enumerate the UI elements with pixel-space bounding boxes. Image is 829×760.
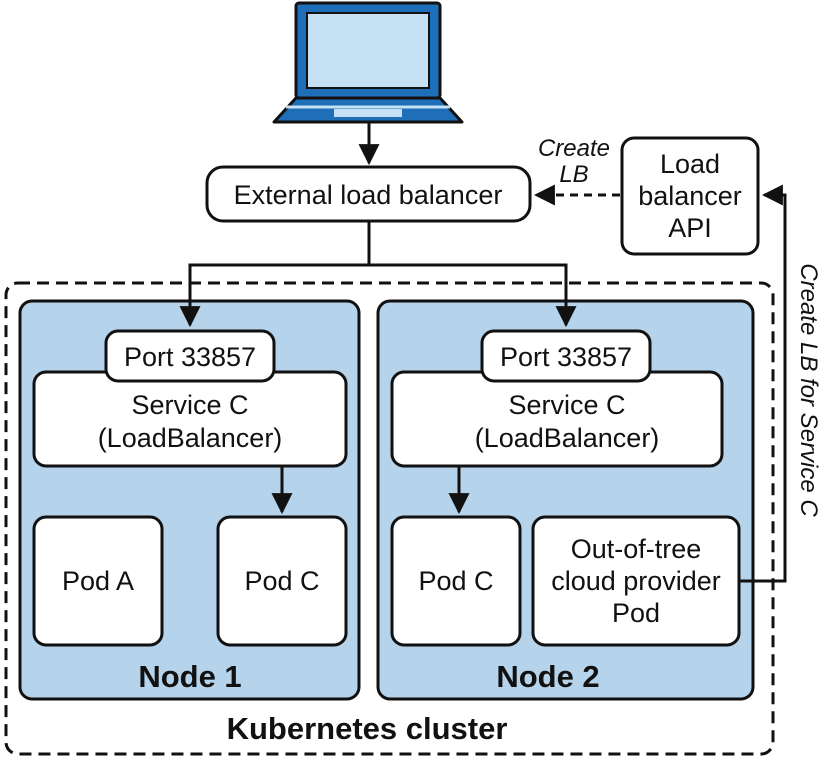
lb-api-line1: Load (660, 149, 720, 179)
create-lb-line2: LB (559, 161, 588, 188)
node2-provider-line3: Pod (612, 598, 660, 628)
node1-label: Node 1 (138, 659, 241, 694)
create-lb-for-service-c: Create LB for Service C (795, 263, 822, 517)
lb-api-line3: API (668, 213, 712, 243)
node1-service-line2: (LoadBalancer) (98, 423, 283, 453)
arrow-lb-to-node1 (179, 222, 371, 328)
node2-port: Port 33857 (500, 342, 632, 372)
node1-pod-a: Pod A (62, 566, 134, 596)
node-2: Service C (LoadBalancer) Port 33857 Pod … (376, 299, 755, 701)
node2-provider-line1: Out-of-tree (571, 534, 702, 564)
laptop-icon (272, 1, 464, 124)
node2-label: Node 2 (496, 659, 599, 694)
node-1: Service C (LoadBalancer) Port 33857 Pod … (18, 299, 361, 701)
external-lb-label: External load balancer (234, 180, 503, 210)
node1-port: Port 33857 (124, 342, 256, 372)
create-lb-line1: Create (538, 135, 610, 162)
arrow-lb-to-node2 (369, 263, 577, 328)
node2-service-line1: Service C (508, 390, 625, 420)
kubernetes-cluster-label: Kubernetes cluster (227, 711, 508, 746)
node1-service-line1: Service C (131, 390, 248, 420)
node2-provider-line2: cloud provider (551, 566, 721, 596)
arrow-provider-to-lb-api (740, 184, 787, 583)
node2-service-line2: (LoadBalancer) (475, 423, 660, 453)
node1-pod-c: Pod C (244, 566, 319, 596)
load-balancer-api: Load balancer API (620, 136, 760, 256)
node2-pod-c: Pod C (418, 566, 493, 596)
kubernetes-cluster-boundary (4, 281, 775, 756)
lb-api-line2: balancer (638, 181, 742, 211)
external-load-balancer: External load balancer (205, 165, 532, 223)
